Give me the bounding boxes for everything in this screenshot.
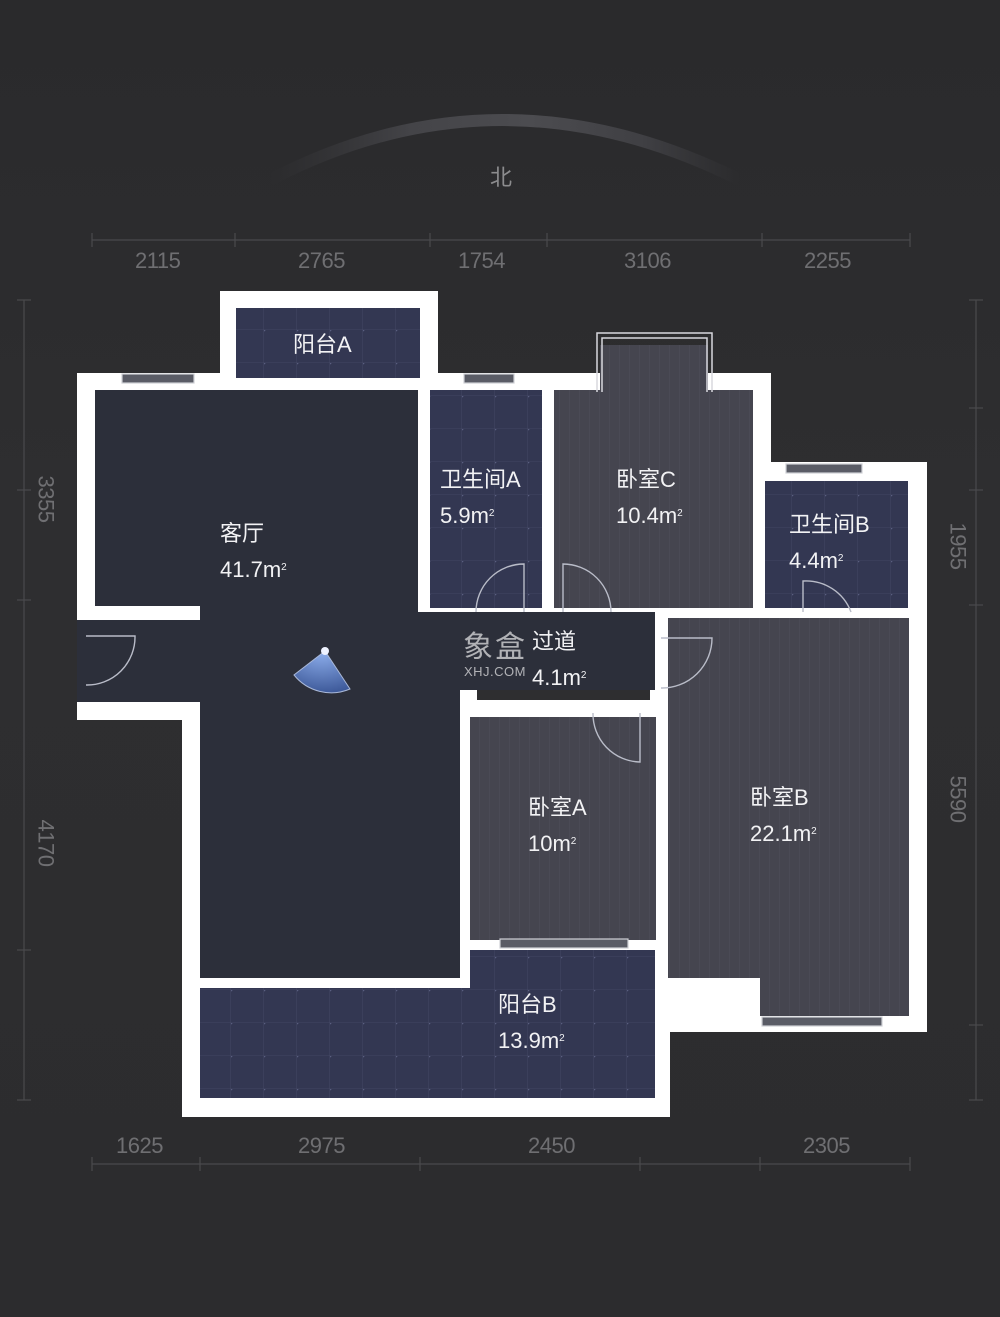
room-name: 卫生间B: [789, 512, 870, 537]
room-area: 5.9m2: [440, 503, 495, 528]
dimension-top-5: 2255: [804, 248, 851, 273]
room-label-bedroom-c: 卧室C 10.4m2: [616, 462, 683, 534]
room-label-bathroom-a: 卫生间A 5.9m2: [440, 462, 521, 534]
room-label-balcony-a: 阳台A: [293, 327, 352, 363]
bathroom-b-floor: [765, 481, 908, 608]
room-area: 10.4m2: [616, 503, 683, 528]
dimension-bottom-1: 1625: [116, 1133, 163, 1158]
dimension-top-4: 3106: [624, 248, 671, 273]
room-area: 13.9m2: [498, 1028, 565, 1053]
room-area: 22.1m2: [750, 821, 817, 846]
balcony-b-floor: [200, 950, 655, 1098]
bedroom-c-floor: [554, 345, 753, 608]
dimension-bottom-4: 2305: [803, 1133, 850, 1158]
room-area: 41.7m2: [220, 557, 287, 582]
room-label-corridor: 过道 4.1m2: [532, 624, 586, 696]
room-name: 卧室B: [750, 785, 809, 810]
room-label-bedroom-b: 卧室B 22.1m2: [750, 780, 817, 852]
room-area: 4.4m2: [789, 548, 844, 573]
room-label-bedroom-a: 卧室A 10m2: [528, 790, 587, 862]
room-label-balcony-b: 阳台B 13.9m2: [498, 987, 565, 1059]
room-label-bathroom-b: 卫生间B 4.4m2: [789, 507, 870, 579]
room-name: 客厅: [220, 521, 265, 546]
dimension-bottom-2: 2975: [298, 1133, 345, 1158]
compass-arc: [267, 114, 743, 186]
room-name: 卧室A: [528, 795, 587, 820]
room-name: 阳台B: [498, 992, 557, 1017]
bedroom-a-floor: [470, 717, 656, 940]
north-label: 北: [489, 165, 512, 190]
watermark-logo: 象盒 XHJ.COM: [463, 631, 527, 680]
view-cone: [293, 650, 351, 694]
living-room-floor: [95, 390, 655, 978]
dimension-bottom-3: 2450: [528, 1133, 575, 1158]
dimension-top-1: 2115: [135, 248, 181, 273]
dimension-top-2: 2765: [298, 248, 345, 273]
room-label-living-room: 客厅 41.7m2: [220, 516, 287, 588]
room-name: 过道: [532, 629, 577, 654]
room-name: 阳台A: [293, 332, 352, 357]
dimension-top-3: 1754: [458, 248, 505, 273]
bedroom-b-floor: [668, 618, 909, 1016]
room-name: 卫生间A: [440, 467, 521, 492]
room-area: 4.1m2: [532, 665, 587, 690]
balcony-a-floor: [236, 308, 420, 378]
room-name: 卧室C: [616, 467, 676, 492]
room-area: 10m2: [528, 831, 577, 856]
